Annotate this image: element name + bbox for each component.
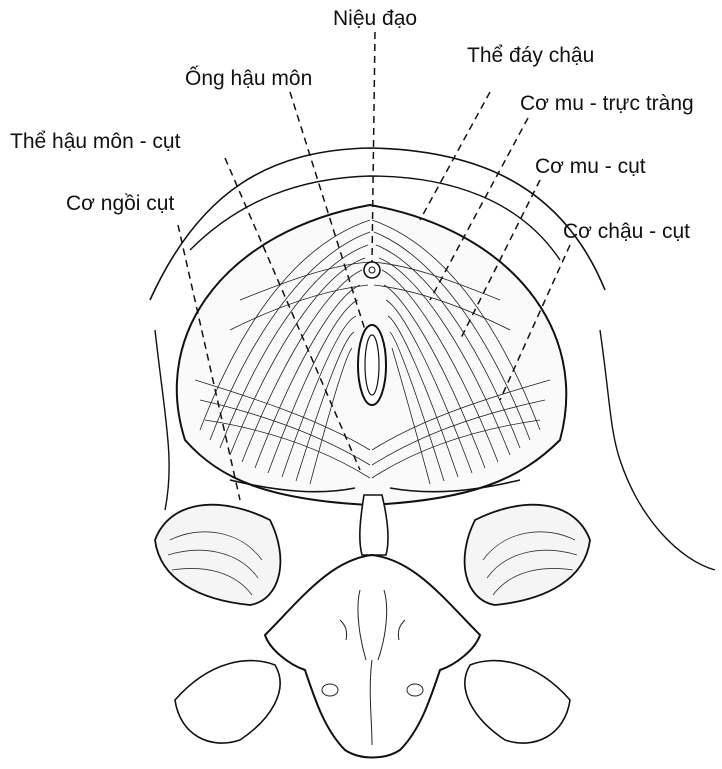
left-lower-lobe <box>155 505 280 605</box>
sacrum-bone <box>265 555 480 758</box>
label-pubococcygeus: Cơ mu - cụt <box>535 156 646 177</box>
label-urethra: Niệu đạo <box>333 8 417 29</box>
outer-contour-4 <box>600 330 715 570</box>
right-ilium <box>465 661 570 743</box>
left-ilium <box>175 661 280 743</box>
right-lower-lobe <box>465 505 590 605</box>
label-puborectalis: Cơ mu - trực tràng <box>520 93 694 114</box>
label-pelvic-floor: Thể đáy chậu <box>467 45 594 66</box>
leader-pelvic-floor <box>420 92 490 220</box>
label-ischiococcygeus: Cơ ngồi cụt <box>66 193 174 214</box>
label-anococcygeal-body: Thể hậu môn - cụt <box>10 131 180 152</box>
outer-contour-3 <box>155 330 169 510</box>
urethra-opening <box>364 262 380 278</box>
coccyx <box>360 495 388 555</box>
label-anal-canal: Ống hậu môn <box>185 68 312 89</box>
anal-canal-opening <box>358 325 386 405</box>
label-iliococcygeus: Cơ chậu - cụt <box>563 221 690 242</box>
